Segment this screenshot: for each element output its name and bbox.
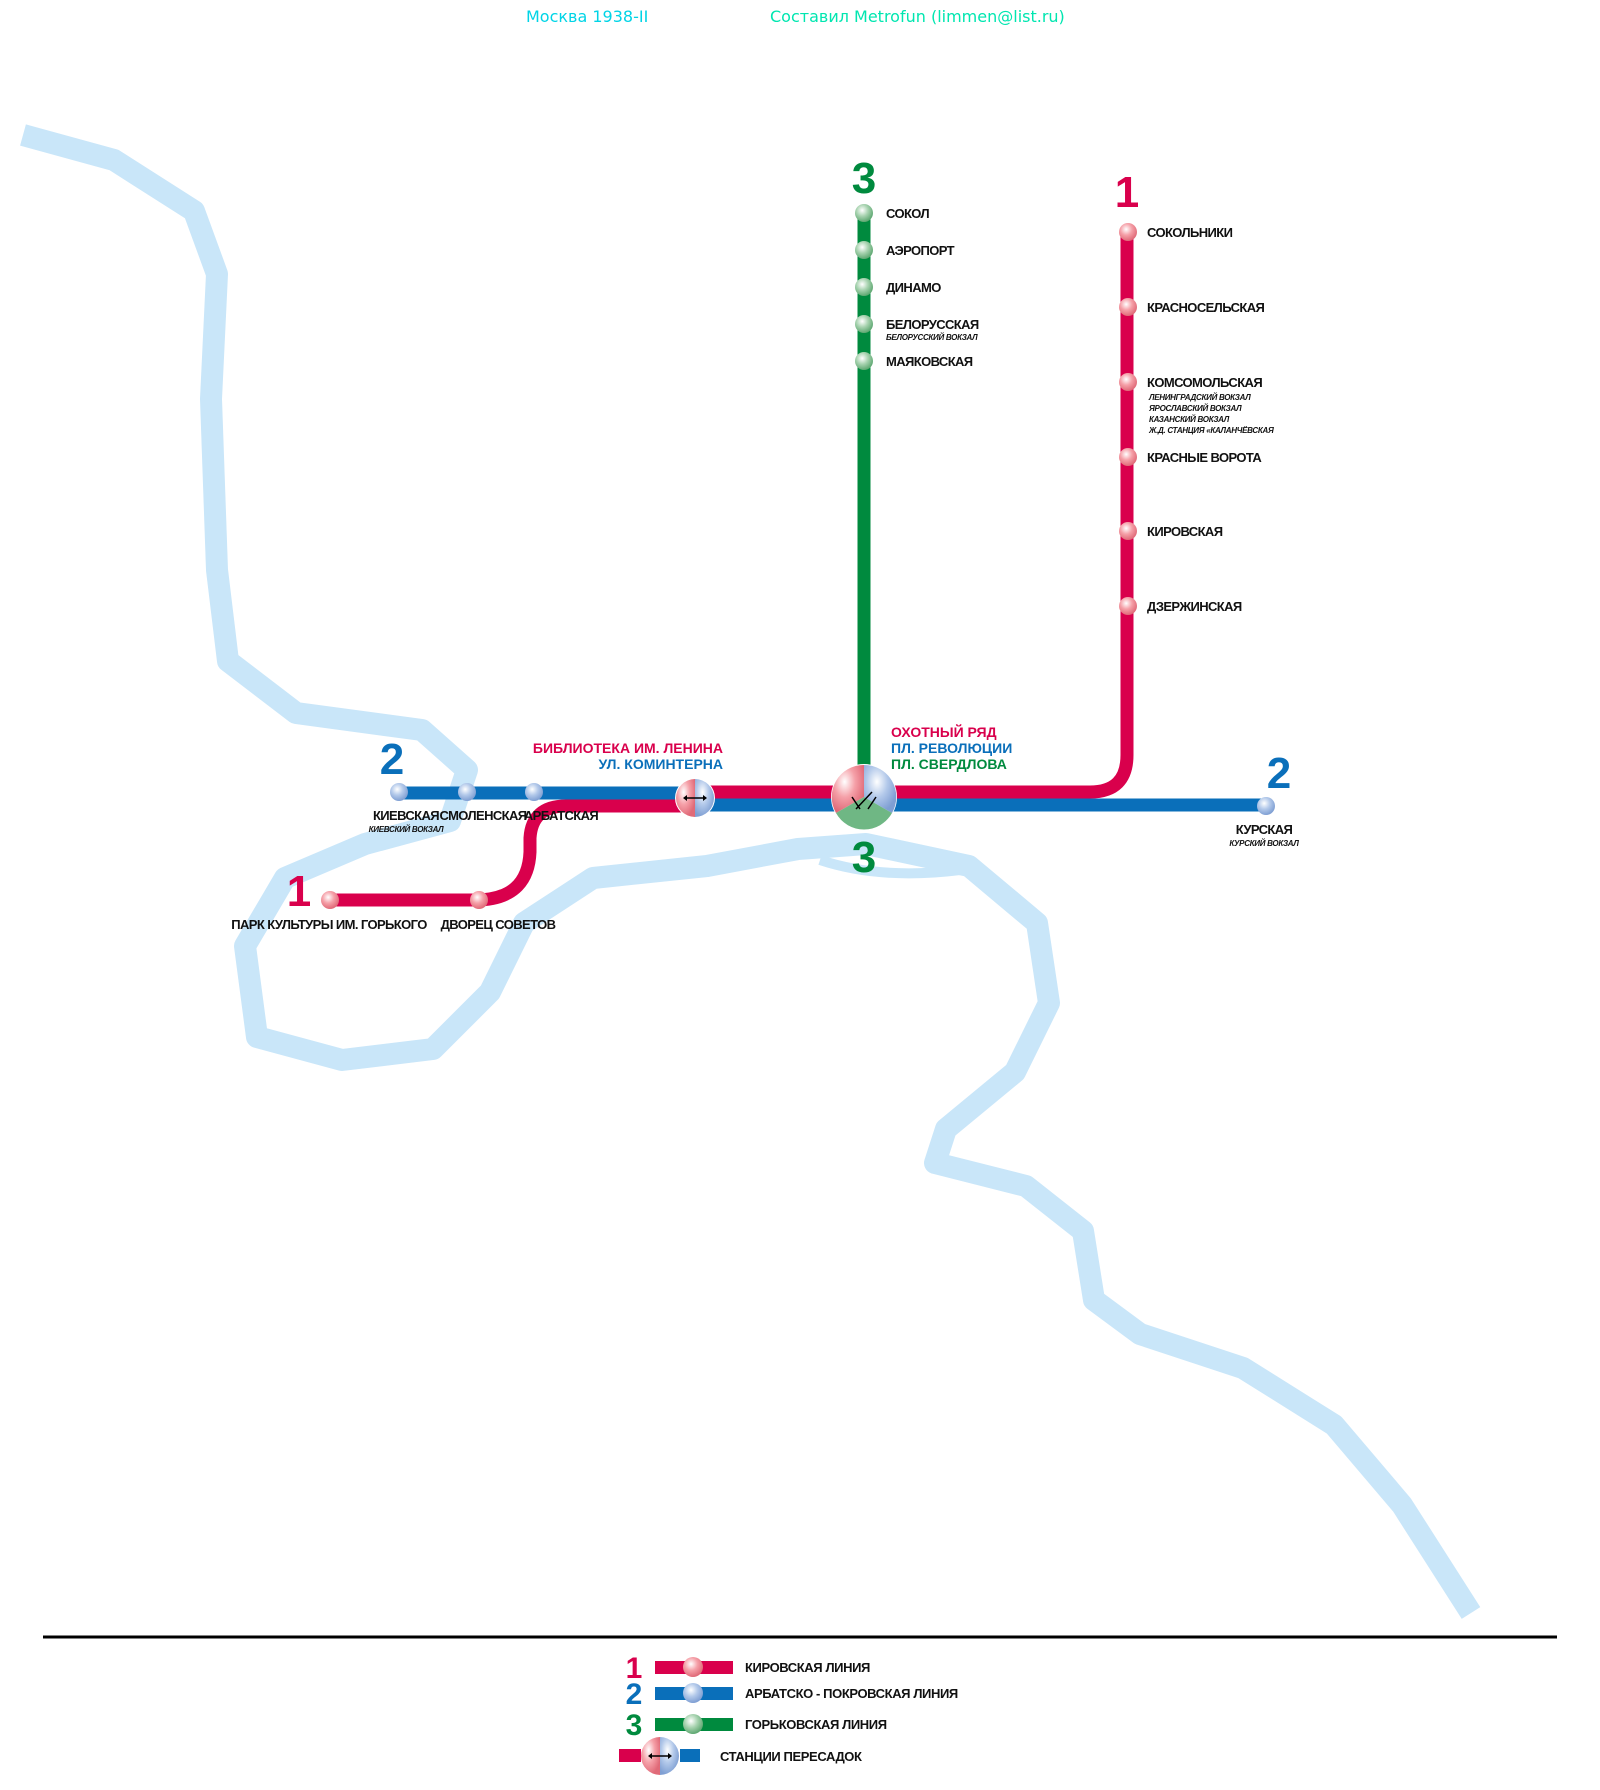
- station-note: Ж.Д. СТАНЦИЯ «КАЛАНЧЁВСКАЯ: [1148, 426, 1274, 435]
- station-sokolniki[interactable]: СОКОЛЬНИКИ: [1119, 223, 1233, 241]
- station-label: КРАСНОСЕЛЬСКАЯ: [1147, 300, 1265, 315]
- line-1-number-north: 1: [1115, 168, 1139, 217]
- station-icon: [683, 1657, 703, 1677]
- station-label: МАЯКОВСКАЯ: [886, 354, 973, 369]
- station-label: АРБАТСКАЯ: [524, 808, 599, 823]
- station-smolenskaya[interactable]: СМОЛЕНСКАЯ: [439, 783, 527, 823]
- interchange-label-line1: БИБЛИОТЕКА ИМ. ЛЕНИНА: [533, 740, 723, 756]
- interchange-label-line2: ПЛ. РЕВОЛЮЦИИ: [891, 740, 1012, 756]
- station-krasnye-vorota[interactable]: КРАСНЫЕ ВОРОТА: [1119, 448, 1263, 466]
- station-dvorets-sovetov[interactable]: ДВОРЕЦ СОВЕТОВ: [441, 891, 556, 932]
- station-kurskaya[interactable]: КУРСКАЯ КУРСКИЙ ВОКЗАЛ: [1229, 797, 1300, 848]
- legend-item-line-1: 1 КИРОВСКАЯ ЛИНИЯ: [626, 1652, 871, 1685]
- legend-item-line-2: 2 АРБАТСКО - ПОКРОВСКАЯ ЛИНИЯ: [626, 1678, 959, 1711]
- station-note: ЯРОСЛАВСКИЙ ВОКЗАЛ: [1148, 404, 1242, 413]
- legend-label: АРБАТСКО - ПОКРОВСКАЯ ЛИНИЯ: [745, 1686, 958, 1701]
- station-label: КУРСКАЯ: [1236, 822, 1293, 837]
- station-label: БЕЛОРУССКАЯ: [886, 317, 979, 332]
- station-label: КИРОВСКАЯ: [1147, 524, 1223, 539]
- station-label: КИЕВСКАЯ: [373, 808, 439, 823]
- line-3-number-north: 3: [852, 154, 876, 203]
- station-note: БЕЛОРУССКИЙ ВОКЗАЛ: [886, 333, 978, 342]
- transfer-arrows-icon: [851, 791, 877, 810]
- line-1-number-west: 1: [287, 867, 311, 916]
- station-note: ЛЕНИНГРАДСКИЙ ВОКЗАЛ: [1148, 393, 1251, 402]
- legend-label: СТАНЦИИ ПЕРЕСАДОК: [720, 1749, 862, 1764]
- station-label: ДИНАМО: [886, 280, 941, 295]
- legend-item-transfer: СТАНЦИИ ПЕРЕСАДОК: [619, 1737, 862, 1775]
- station-note: КУРСКИЙ ВОКЗАЛ: [1229, 839, 1299, 848]
- station-krasnoselskaya[interactable]: КРАСНОСЕЛЬСКАЯ: [1119, 298, 1265, 316]
- station-label: ДВОРЕЦ СОВЕТОВ: [441, 917, 556, 932]
- station-dinamo[interactable]: ДИНАМО: [855, 278, 942, 296]
- station-sokol[interactable]: СОКОЛ: [855, 204, 930, 222]
- station-label: ДЗЕРЖИНСКАЯ: [1147, 599, 1242, 614]
- map-author: Составил Metrofun (limmen@list.ru): [770, 7, 1065, 26]
- interchange-biblioteka-lenina[interactable]: [675, 778, 715, 818]
- station-kirovskaya[interactable]: КИРОВСКАЯ: [1119, 522, 1223, 540]
- station-note: КАЗАНСКИЙ ВОКЗАЛ: [1149, 415, 1230, 424]
- line-2-number-east: 2: [1267, 749, 1291, 798]
- station-arbatskaya[interactable]: АРБАТСКАЯ: [524, 783, 599, 823]
- station-note: КИЕВСКИЙ ВОКЗАЛ: [369, 825, 445, 834]
- legend-label: ГОРЬКОВСКАЯ ЛИНИЯ: [745, 1717, 887, 1732]
- transfer-arrow-icon: [648, 1753, 672, 1759]
- station-label: СОКОЛЬНИКИ: [1147, 225, 1233, 240]
- legend-number: 3: [626, 1709, 643, 1742]
- interchange-label-line3: ПЛ. СВЕРДЛОВА: [891, 756, 1007, 772]
- interchange-label-line1: ОХОТНЫЙ РЯД: [891, 723, 997, 740]
- station-icon: [683, 1714, 703, 1734]
- legend-number: 1: [626, 1652, 643, 1685]
- line-2-number-west: 2: [380, 735, 404, 784]
- station-label: СМОЛЕНСКАЯ: [439, 808, 526, 823]
- interchange-label-line2: УЛ. КОМИНТЕРНА: [599, 756, 724, 772]
- transfer-arrow-icon: [683, 795, 707, 801]
- station-mayakovskaya[interactable]: МАЯКОВСКАЯ: [855, 352, 973, 370]
- line-3-number-south: 3: [852, 833, 876, 882]
- station-label: ПАРК КУЛЬТУРЫ ИМ. ГОРЬКОГО: [231, 917, 427, 932]
- legend-number: 2: [626, 1678, 643, 1711]
- river: [20, 124, 1481, 1619]
- station-label: КОМСОМОЛЬСКАЯ: [1147, 375, 1262, 390]
- station-kievskaya[interactable]: КИЕВСКАЯ КИЕВСКИЙ ВОКЗАЛ: [369, 783, 445, 834]
- station-park-kultury[interactable]: ПАРК КУЛЬТУРЫ ИМ. ГОРЬКОГО: [231, 891, 428, 932]
- station-icon: [683, 1683, 703, 1703]
- station-label: АЭРОПОРТ: [886, 243, 955, 258]
- legend-item-line-3: 3 ГОРЬКОВСКАЯ ЛИНИЯ: [626, 1709, 887, 1742]
- map-title: Москва 1938-II: [526, 7, 648, 26]
- station-label: КРАСНЫЕ ВОРОТА: [1147, 450, 1262, 465]
- station-label: СОКОЛ: [886, 206, 929, 221]
- river-island: [818, 855, 961, 879]
- line-1-track: [330, 231, 1134, 907]
- station-aeroport[interactable]: АЭРОПОРТ: [855, 241, 955, 259]
- station-dzerzhinskaya[interactable]: ДЗЕРЖИНСКАЯ: [1119, 597, 1243, 615]
- legend-label: КИРОВСКАЯ ЛИНИЯ: [745, 1660, 870, 1675]
- interchange-okhotny-ryad[interactable]: [831, 764, 897, 830]
- station-komsomolskaya[interactable]: КОМСОМОЛЬСКАЯ ЛЕНИНГРАДСКИЙ ВОКЗАЛ ЯРОСЛ…: [1119, 373, 1274, 435]
